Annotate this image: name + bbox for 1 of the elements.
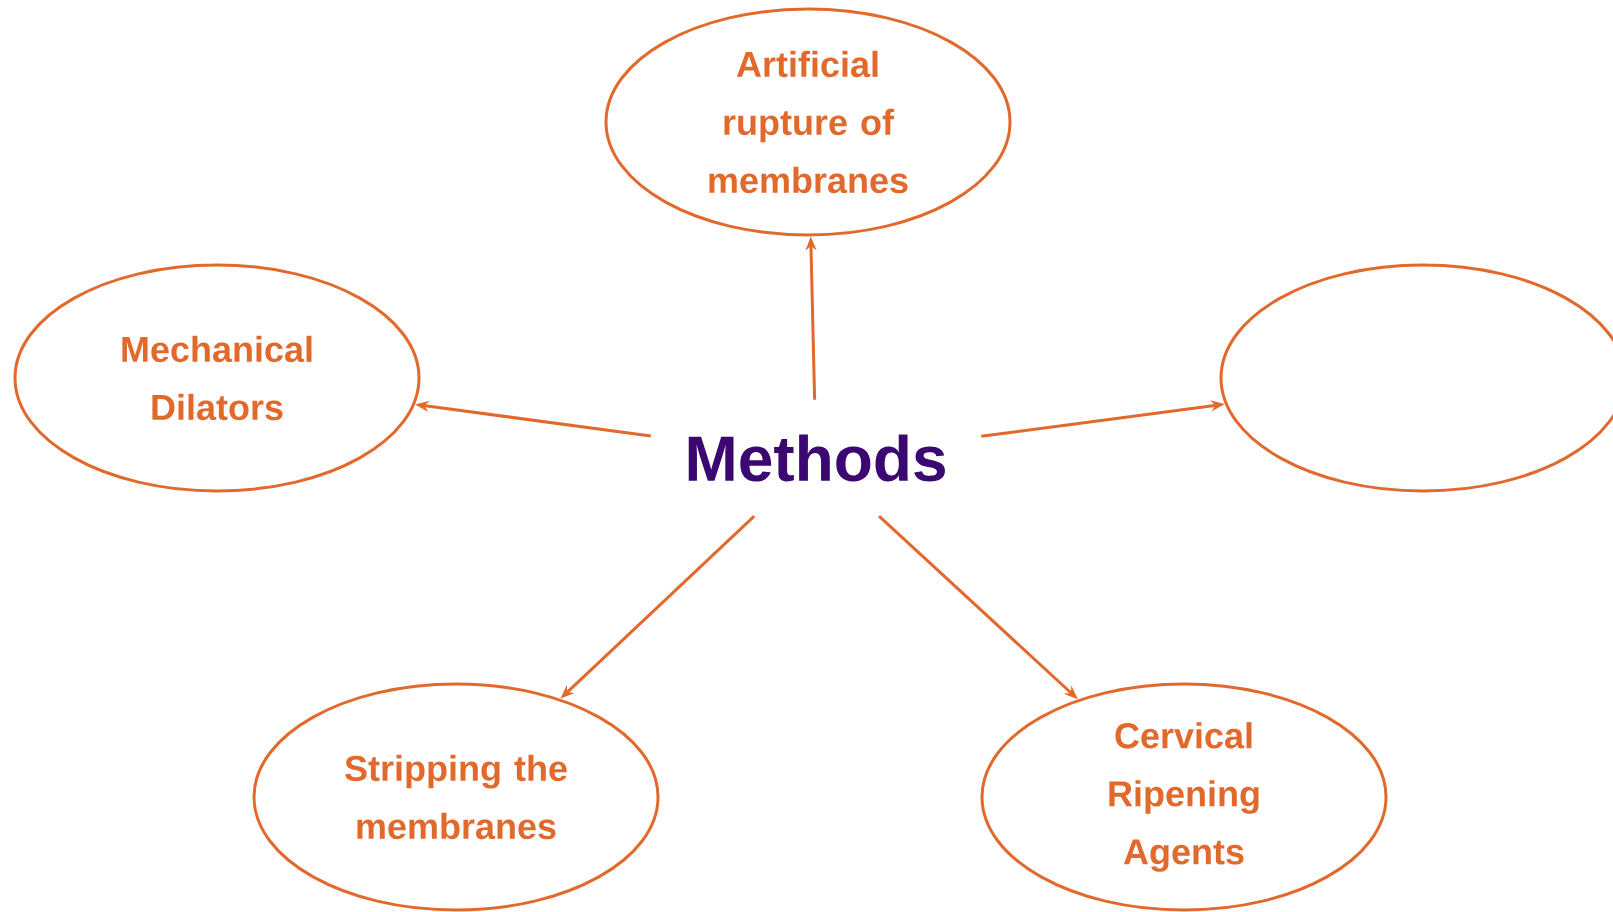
title-text: Methods	[688, 434, 945, 482]
